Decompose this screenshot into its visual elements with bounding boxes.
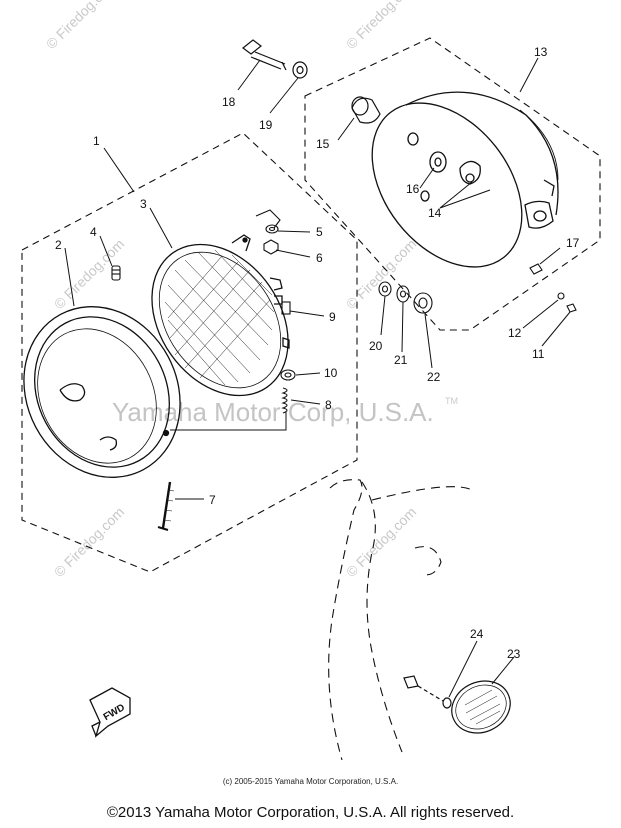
headlight-shell <box>371 91 559 268</box>
part-label-18: 18 <box>222 95 236 109</box>
assembly-boundaries <box>21 37 601 573</box>
part-label-1: 1 <box>93 134 100 148</box>
headlight-hardware <box>111 209 296 531</box>
headlight-rim <box>23 306 181 478</box>
part-label-5: 5 <box>316 225 323 239</box>
watermarks: © Firedog.com © Firedog.com © Firedog.co… <box>43 0 458 580</box>
part-label-2: 2 <box>55 238 62 252</box>
reflector <box>403 675 511 734</box>
part-label-6: 6 <box>316 251 323 265</box>
headlight-shell-boundary <box>304 37 601 331</box>
part-label-10: 10 <box>324 366 338 380</box>
part-label-7: 7 <box>209 493 216 507</box>
watermark-firedog: © Firedog.com <box>51 504 127 580</box>
part-label-12: 12 <box>508 326 522 340</box>
part-label-16: 16 <box>406 182 420 196</box>
part-label-13: 13 <box>534 45 548 59</box>
frame-outline <box>328 479 473 761</box>
watermark-firedog: © Firedog.com <box>343 236 419 312</box>
part-label-15: 15 <box>316 137 330 151</box>
watermark-firedog: © Firedog.com <box>343 0 419 52</box>
watermark-tm: TM <box>445 396 458 406</box>
part-label-19: 19 <box>259 118 273 132</box>
part-label-4: 4 <box>90 225 97 239</box>
part-label-8: 8 <box>325 398 332 412</box>
part-label-9: 9 <box>329 310 336 324</box>
part-label-22: 22 <box>427 370 441 384</box>
mounting-bolt <box>242 39 308 79</box>
small-copyright: (c) 2005-2015 Yamaha Motor Corporation, … <box>222 777 399 786</box>
watermark-yamaha: Yamaha Motor Corp, U.S.A. <box>112 397 434 427</box>
footer-copyright: ©2013 Yamaha Motor Corporation, U.S.A. A… <box>106 804 515 821</box>
grommet <box>351 96 381 124</box>
watermark-firedog: © Firedog.com <box>43 0 119 52</box>
part-label-11: 11 <box>532 347 545 361</box>
shell-hardware <box>529 263 577 313</box>
forward-arrow-icon: FWD <box>89 687 131 738</box>
part-label-24: 24 <box>470 627 484 641</box>
shell-washers <box>378 281 433 314</box>
headlight-assembly-boundary <box>21 132 358 573</box>
part-label-23: 23 <box>507 647 521 661</box>
part-label-14: 14 <box>428 206 442 220</box>
headlight-lens <box>151 234 290 397</box>
part-label-17: 17 <box>566 236 580 250</box>
part-label-20: 20 <box>369 339 383 353</box>
watermark-firedog: © Firedog.com <box>343 504 419 580</box>
part-label-3: 3 <box>140 197 147 211</box>
leader-lines <box>64 57 571 698</box>
part-labels: 1 2 3 4 5 6 7 8 9 10 11 12 13 14 15 16 1… <box>55 45 580 661</box>
part-label-21: 21 <box>394 353 408 367</box>
